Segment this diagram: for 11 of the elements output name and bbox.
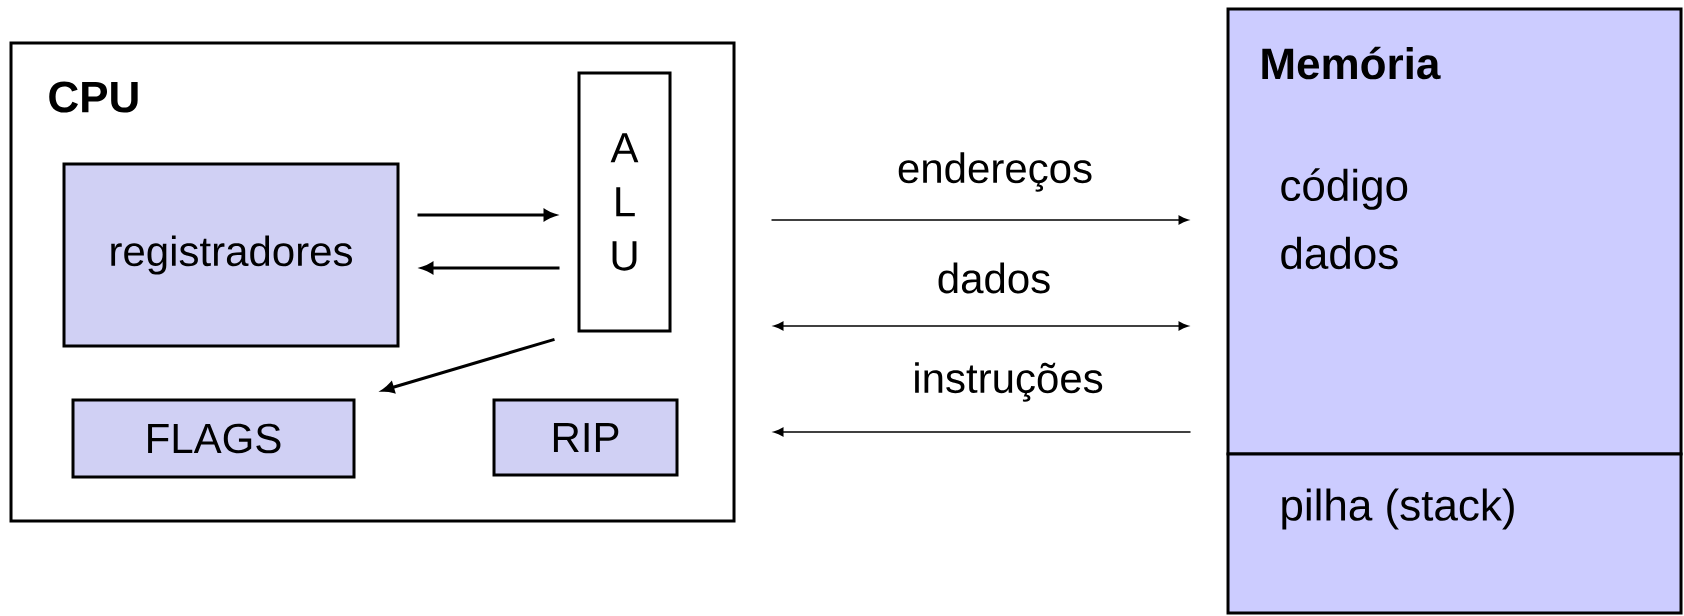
arrow bbox=[773, 427, 1192, 437]
flags-box: FLAGS bbox=[71, 398, 356, 479]
register-box: registradores bbox=[62, 162, 400, 348]
arrow bbox=[770, 215, 1189, 225]
edge-label: dados bbox=[934, 260, 1054, 296]
alu-box: A L U bbox=[577, 71, 672, 333]
edge-label: endereços bbox=[894, 150, 1096, 194]
edge-label: instruções bbox=[910, 360, 1106, 404]
stack-box: pilha (stack) bbox=[1226, 452, 1683, 615]
arrow bbox=[773, 321, 1189, 331]
rip-box: RIP bbox=[492, 398, 679, 477]
